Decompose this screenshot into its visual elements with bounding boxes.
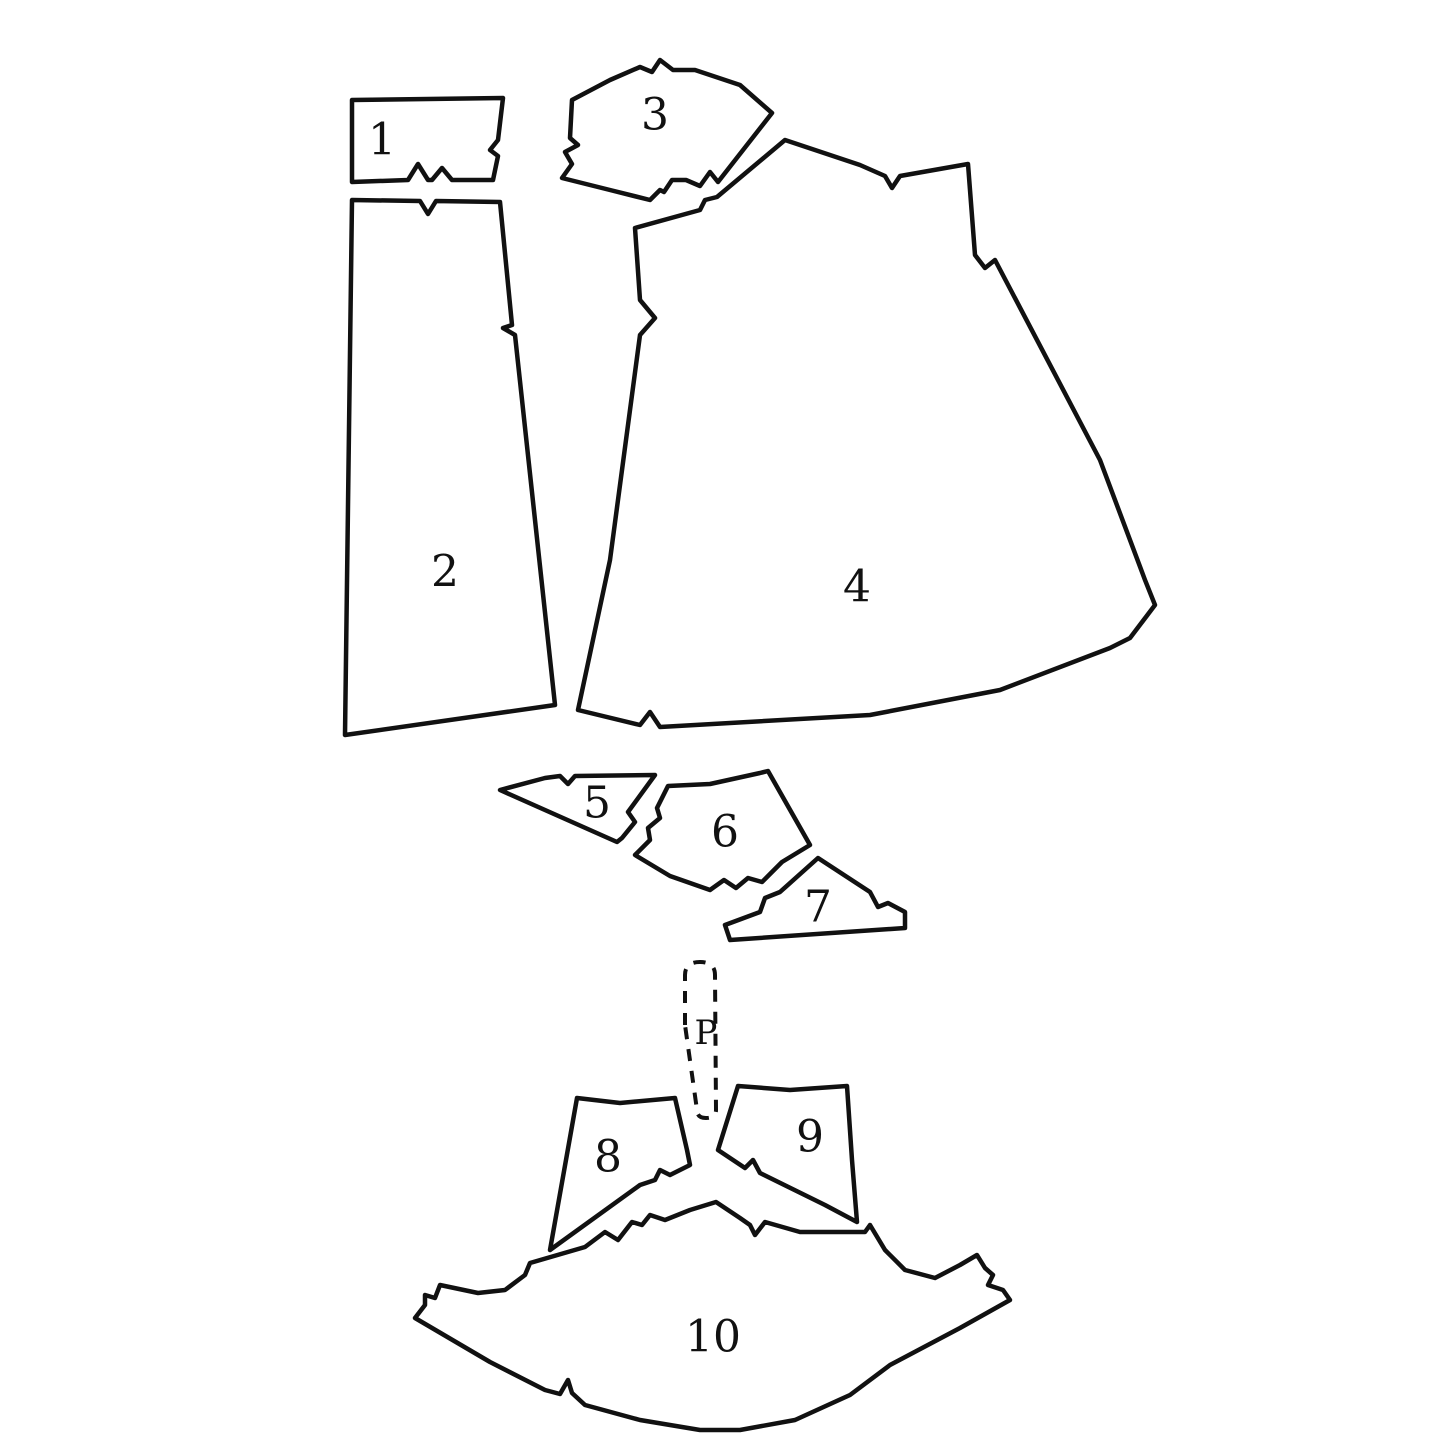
pattern-piece-3: 3 — [559, 57, 775, 203]
pattern-piece-5: 5 — [497, 772, 658, 845]
pattern-piece-8: 8 — [547, 1095, 693, 1253]
piece-label-3: 3 — [641, 90, 669, 141]
pattern-piece-10: 10 — [412, 1199, 1013, 1433]
pattern-piece-p: P — [683, 959, 719, 1121]
piece-label-4: 4 — [843, 562, 871, 613]
pattern-piece-7: 7 — [722, 855, 908, 943]
piece-label-p: P — [695, 1013, 718, 1053]
pattern-piece-6: 6 — [632, 768, 813, 893]
pattern-piece-2: 2 — [342, 197, 558, 738]
piece-label-5: 5 — [583, 778, 611, 829]
piece-label-10: 10 — [685, 1312, 741, 1363]
pattern-piece-4: 4 — [575, 137, 1158, 730]
pattern-piece-1: 1 — [349, 95, 506, 185]
piece-label-2: 2 — [431, 547, 459, 598]
pattern-piece-9: 9 — [715, 1083, 860, 1225]
piece-label-8: 8 — [594, 1132, 622, 1183]
piece-label-1: 1 — [368, 115, 396, 166]
piece-label-7: 7 — [804, 882, 832, 933]
piece-label-6: 6 — [711, 807, 739, 858]
piece-label-9: 9 — [796, 1112, 824, 1163]
